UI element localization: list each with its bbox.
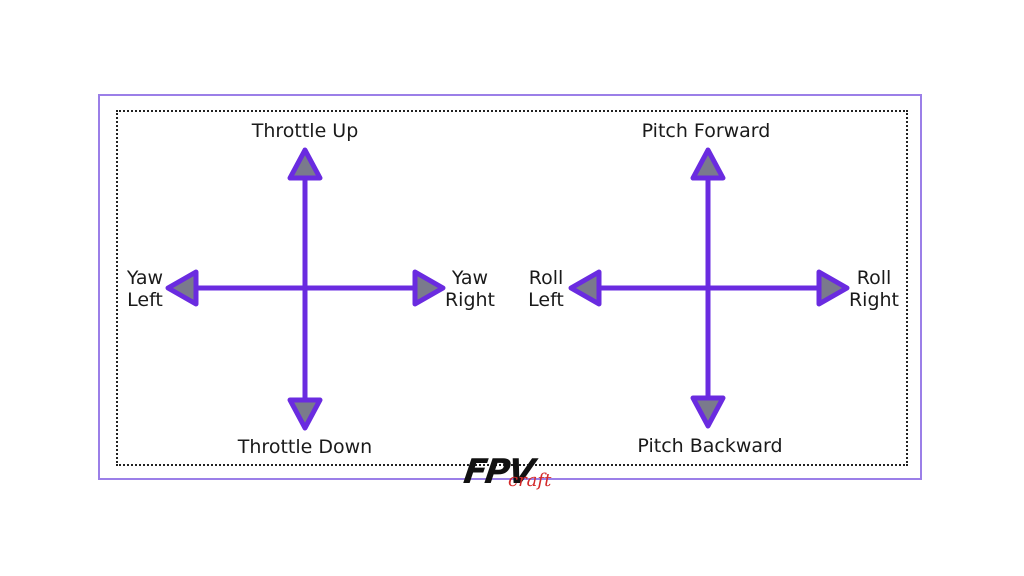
- roll-right-label: Roll Right: [839, 267, 909, 311]
- roll-left-line1: Roll: [528, 267, 564, 289]
- right-stick-cross: [568, 147, 850, 429]
- pitch-forward-label: Pitch Forward: [641, 120, 771, 142]
- logo-craft-text: craft: [508, 470, 552, 491]
- yaw-right-label: Yaw Right: [435, 267, 505, 311]
- throttle-up-label: Throttle Up: [251, 120, 359, 142]
- dotted-inner-frame: [116, 110, 908, 466]
- left-stick-cross: [165, 147, 446, 431]
- throttle-down-arrowhead: [287, 397, 323, 431]
- yaw-left-arrowhead: [165, 269, 199, 307]
- pitch-backward-label: Pitch Backward: [637, 435, 783, 457]
- roll-right-arrowhead: [816, 269, 850, 307]
- yaw-right-arrowhead: [412, 269, 446, 307]
- throttle-up-arrowhead: [287, 147, 323, 181]
- pitch-backward-arrowhead: [690, 395, 726, 429]
- roll-left-line2: Left: [528, 289, 564, 311]
- outer-frame: [98, 94, 922, 480]
- yaw-right-line1: Yaw: [451, 267, 489, 289]
- roll-left-arrowhead: [568, 269, 602, 307]
- pitch-forward-arrowhead: [690, 147, 726, 181]
- yaw-left-label: Yaw Left: [110, 267, 180, 311]
- roll-right-line2: Right: [848, 289, 900, 311]
- roll-left-label: Roll Left: [511, 267, 581, 311]
- roll-right-line1: Roll: [856, 267, 892, 289]
- yaw-left-line1: Yaw: [126, 267, 164, 289]
- yaw-right-line2: Right: [444, 289, 496, 311]
- throttle-down-label: Throttle Down: [237, 436, 373, 458]
- fpv-craft-logo: FPV craft: [461, 452, 562, 500]
- yaw-left-line2: Left: [127, 289, 163, 311]
